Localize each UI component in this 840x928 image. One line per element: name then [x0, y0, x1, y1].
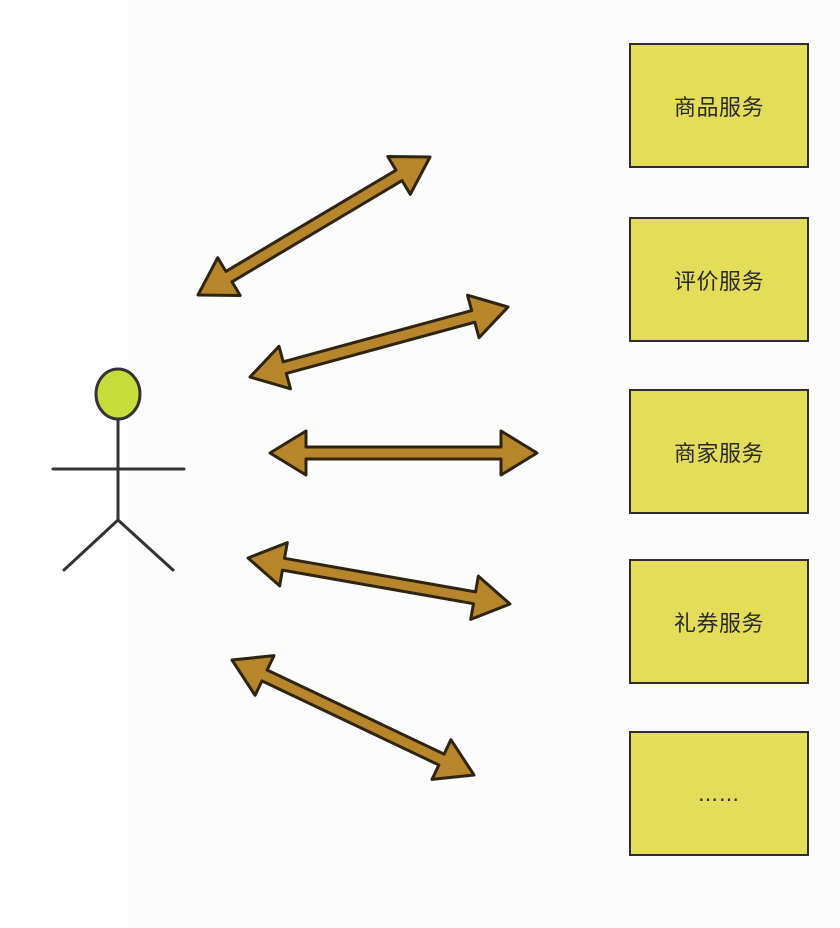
service-label-more: ……: [698, 781, 740, 806]
double-headed-arrow-icon: [230, 654, 476, 781]
service-box-coupon: 礼券服务: [629, 559, 809, 684]
service-box-more: ……: [629, 731, 809, 856]
user-right-leg: [116, 518, 175, 572]
service-label-product: 商品服务: [673, 95, 764, 121]
double-headed-arrow-icon: [268, 429, 539, 477]
service-box-merchant: 商家服务: [629, 389, 809, 514]
double-headed-arrow-icon: [196, 155, 432, 297]
user-head: [94, 367, 142, 421]
user-left-leg: [62, 518, 120, 572]
service-label-review: 评价服务: [673, 269, 764, 295]
stick-figure-user-icon: [51, 367, 186, 572]
arrows-group: [196, 155, 539, 781]
double-headed-arrow-icon: [248, 293, 510, 391]
service-label-merchant: 商家服务: [673, 441, 764, 467]
service-box-review: 评价服务: [629, 217, 809, 342]
double-headed-arrow-icon: [246, 541, 512, 621]
service-label-coupon: 礼券服务: [673, 611, 764, 637]
service-box-product: 商品服务: [629, 43, 809, 168]
